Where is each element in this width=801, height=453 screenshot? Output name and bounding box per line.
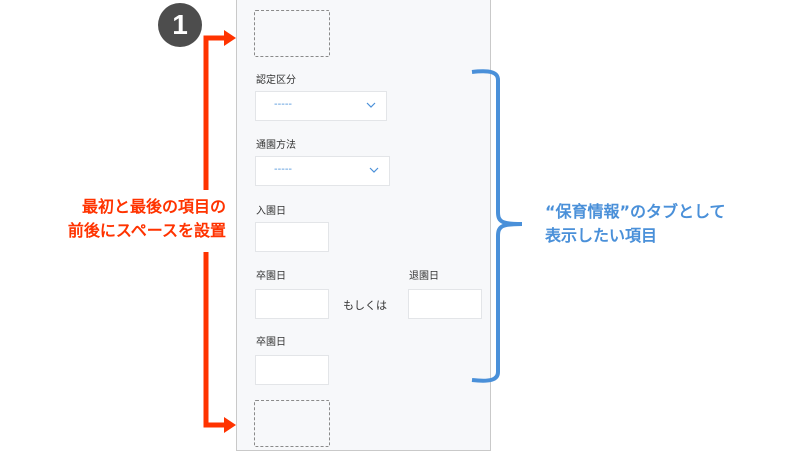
select-value: ----- — [274, 164, 293, 175]
step-number-badge: 1 — [158, 3, 202, 47]
graduation-date-input[interactable] — [255, 289, 329, 319]
withdrawal-date-input[interactable] — [408, 289, 482, 319]
enrollment-date-input[interactable] — [255, 222, 329, 252]
arrow-right-icon — [224, 417, 236, 433]
arrow-right-icon — [224, 30, 236, 46]
commute-method-select[interactable]: ----- — [255, 156, 390, 186]
blue-curly-brace — [471, 69, 523, 383]
left-annotation-note: 最初と最後の項目の 前後にスペースを設置 — [68, 195, 226, 243]
field-label-commute-method: 通園方法 — [256, 140, 296, 151]
field-label-certification: 認定区分 — [256, 75, 296, 86]
field-label-enrollment-date: 入園日 — [256, 206, 286, 217]
note-line: 最初と最後の項目の — [81, 197, 226, 216]
certification-select[interactable]: ----- — [255, 91, 387, 121]
right-annotation-note: “保育情報”のタブとして 表示したい項目 — [545, 200, 726, 248]
red-bracket-arrow — [203, 30, 236, 433]
note-line: 前後にスペースを設置 — [67, 221, 226, 240]
select-value: ----- — [274, 99, 293, 110]
chevron-down-icon — [366, 102, 376, 108]
note-line: 表示したい項目 — [545, 226, 658, 245]
note-line: “保育情報”のタブとして — [545, 202, 726, 221]
field-label-graduation-date: 卒園日 — [256, 271, 286, 282]
field-label-graduation-date-2: 卒園日 — [256, 337, 286, 348]
top-spacer-placeholder — [254, 10, 330, 57]
field-label-withdrawal-date: 退園日 — [409, 271, 439, 282]
graduation-date-input-2[interactable] — [255, 355, 329, 385]
bottom-spacer-placeholder — [254, 400, 330, 447]
form-panel: 認定区分 ----- 通園方法 ----- 入園日 卒園日 もしくは 退園日 卒… — [236, 0, 491, 451]
or-text: もしくは — [343, 299, 387, 312]
chevron-down-icon — [369, 167, 379, 173]
